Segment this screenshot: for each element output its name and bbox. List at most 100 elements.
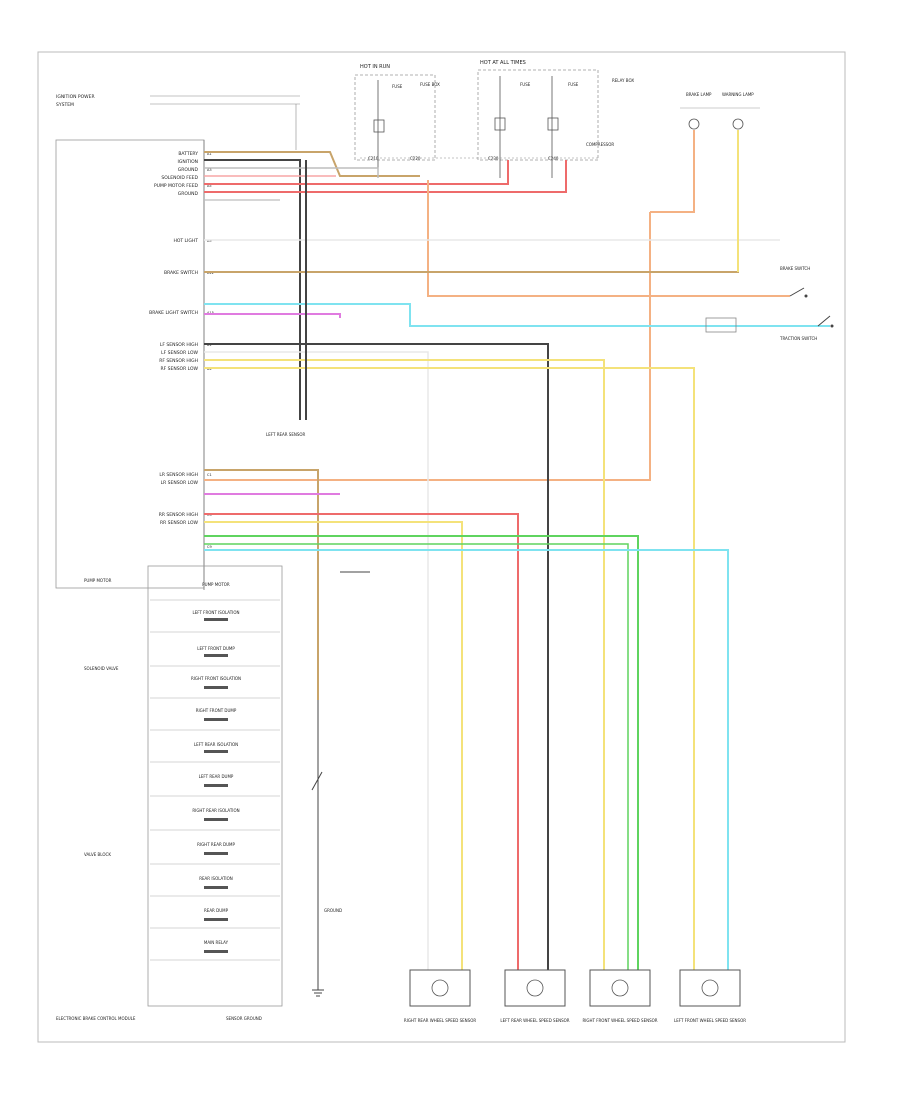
pin-number: A5: [207, 184, 212, 188]
pin-number: A9: [207, 239, 212, 243]
pin-label: HOT LIGHT: [173, 238, 198, 244]
pin-label: SOLENOID FEED: [161, 175, 198, 181]
label-hot-run: HOT IN RUN: [360, 64, 390, 70]
lamp-icon: [732, 118, 744, 130]
wire-orange-lamp: [427, 180, 790, 297]
sensor-lr: LEFT REAR WHEEL SPEED SENSOR: [500, 969, 570, 1023]
coil-icon: [204, 654, 228, 657]
label-fuse-3: FUSE: [568, 82, 579, 87]
wire-ground-1: [204, 167, 379, 178]
wire-cyan-sensor: [204, 549, 729, 970]
label-brake-lamp: BRAKE LAMP: [686, 92, 712, 97]
pin-label: LR SENSOR LOW: [161, 480, 199, 486]
label-conn-3: C230: [488, 156, 499, 161]
label-sensor-module: LEFT REAR SENSOR: [266, 432, 306, 437]
label-solenoid-valve: SOLENOID VALVE: [84, 666, 119, 671]
coil-icon: [204, 852, 228, 855]
wire-lr-low-yellow: [204, 521, 463, 970]
relay-box-outline: [477, 69, 599, 161]
label-relay-box: RELAY BOX: [612, 78, 634, 83]
wire-rr-low-green: [204, 543, 629, 970]
label-fuse-1: FUSE: [392, 84, 403, 89]
wire-pump-feed: [204, 160, 509, 185]
coil-icon: [204, 686, 228, 689]
fuse-icon: [373, 119, 385, 133]
sensor-icon: [504, 969, 566, 1007]
module-block-label: RIGHT FRONT ISOLATION: [191, 676, 241, 681]
module-block-label: LEFT REAR ISOLATION: [194, 742, 238, 747]
wire-lf-high-dark: [204, 343, 549, 970]
wire-orange-return: [204, 212, 651, 481]
pin-number: C1: [207, 473, 212, 477]
coil-icon: [204, 618, 228, 621]
label-fuse-box: FUSE BOX: [420, 82, 440, 87]
wire-brake-switch-magenta: [204, 313, 341, 318]
module-block-label: RIGHT FRONT DUMP: [196, 708, 237, 713]
module-block-label: REAR DUMP: [204, 908, 229, 913]
coil-icon: [204, 886, 228, 889]
label-conn-2: C220: [410, 156, 421, 161]
wire-rf-high-yellow: [204, 359, 605, 970]
wire-rf-low-yellow: [204, 367, 695, 970]
sensor-rf: RIGHT FRONT WHEEL SPEED SENSOR: [582, 969, 658, 1023]
sensor-label: RIGHT REAR WHEEL SPEED SENSOR: [404, 1018, 476, 1023]
connector-icon: [705, 317, 737, 333]
pin-label: LF SENSOR HIGH: [160, 342, 198, 348]
pin-label: PUMP MOTOR FEED: [154, 183, 199, 189]
module-block-label: LEFT FRONT DUMP: [197, 646, 235, 651]
pin-label: LF SENSOR LOW: [161, 350, 198, 356]
pin-label: GROUND: [178, 167, 199, 173]
sensor-label: LEFT REAR WHEEL SPEED SENSOR: [500, 1018, 569, 1023]
module-block-label: RIGHT REAR DUMP: [197, 842, 235, 847]
pin-label: GROUND: [178, 191, 199, 197]
label-fuse-2: FUSE: [520, 82, 531, 87]
label-hot-all-times: HOT AT ALL TIMES: [480, 60, 526, 66]
module-block-label: PUMP MOTOR: [202, 582, 230, 587]
pin-label: RF SENSOR HIGH: [159, 358, 198, 364]
sensor-icon: [589, 969, 651, 1007]
sensor-lf: LEFT FRONT WHEEL SPEED SENSOR: [674, 969, 746, 1023]
switch-icon: [817, 315, 834, 328]
label-conn-1: C210: [368, 156, 379, 161]
wire-pump-feed-2: [204, 160, 567, 193]
coil-icon: [204, 918, 228, 921]
label-warning-lamp: WARNING LAMP: [722, 92, 754, 97]
lamp-icon: [688, 118, 700, 130]
module-block-label: REAR ISOLATION: [199, 876, 232, 881]
coil-icon: [204, 950, 228, 953]
wire-ignition: [204, 159, 301, 420]
module-lower-outline: [147, 565, 283, 1007]
module-block-label: RIGHT REAR ISOLATION: [192, 808, 239, 813]
pin-label: BATTERY: [178, 151, 198, 157]
switch-icon: [789, 287, 808, 298]
ground-icon: [312, 989, 324, 997]
coil-icon: [204, 718, 228, 721]
coil-icon: [204, 750, 228, 753]
pin-label: RR SENSOR HIGH: [159, 512, 198, 518]
sensor-label: RIGHT FRONT WHEEL SPEED SENSOR: [582, 1018, 657, 1023]
wire-lf-low-white: [204, 351, 429, 970]
label-compressor: COMPRESSOR: [586, 142, 614, 147]
module-block-label: MAIN RELAY: [204, 940, 229, 945]
label-ground: GROUND: [324, 908, 342, 913]
wire-orange-lamp-feed: [650, 130, 695, 213]
switch-icon: [311, 771, 323, 791]
sensor-label: LEFT FRONT WHEEL SPEED SENSOR: [674, 1018, 746, 1023]
pin-label: RF SENSOR LOW: [160, 366, 198, 372]
pin-label: IGNITION: [178, 159, 199, 165]
wire-rr-high-green: [204, 535, 639, 970]
label-brake-switch: BRAKE SWITCH: [780, 266, 810, 271]
fuse-icon: [547, 117, 559, 131]
coil-icon: [204, 818, 228, 821]
label-pump-module: PUMP MOTOR: [84, 578, 112, 583]
label-sensor-ground: SENSOR GROUND: [226, 1016, 262, 1021]
pin-number: A3: [207, 168, 212, 172]
fuse-box-outline: [354, 74, 436, 161]
sensor-icon: [679, 969, 741, 1007]
pin-label: BRAKE LIGHT SWITCH: [149, 310, 198, 316]
pin-number: C9: [207, 545, 212, 549]
label-conn-4: C240: [548, 156, 559, 161]
pin-label: BRAKE SWITCH: [164, 270, 198, 276]
label-valve-block: VALVE BLOCK: [84, 852, 111, 857]
